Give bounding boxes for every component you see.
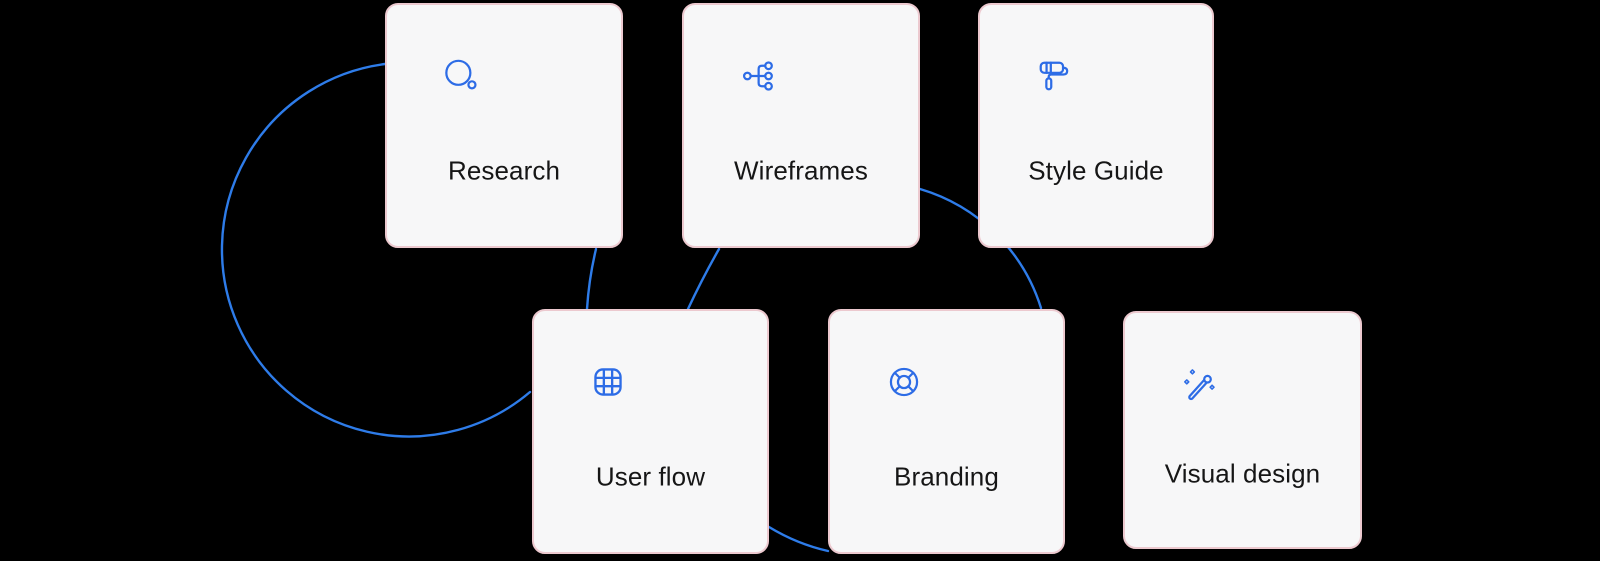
card-user-flow[interactable]: User flow [532, 309, 769, 554]
edge-research-user-flow-loop[interactable] [220, 62, 532, 438]
lifebuoy-icon [889, 367, 919, 397]
search-icon [445, 59, 477, 90]
flow-icon [742, 61, 773, 91]
card-visual-design[interactable]: Visual design [1123, 311, 1362, 549]
grid-icon [594, 368, 622, 396]
card-label: User flow [595, 461, 706, 492]
card-label: Research [447, 155, 561, 186]
card-style-guide[interactable]: Style Guide [978, 3, 1214, 248]
paint-roller-icon [1039, 61, 1069, 91]
card-label: Style Guide [1028, 155, 1164, 186]
edge-user-flow-branding[interactable] [767, 525, 830, 553]
card-label: Wireframes [734, 155, 868, 186]
edge-wireframes-user-flow[interactable] [686, 247, 721, 311]
card-research[interactable]: Research [385, 3, 623, 248]
card-wireframes[interactable]: Wireframes [682, 3, 920, 248]
edge-research-user-flow[interactable] [585, 247, 598, 311]
magic-wand-icon [1184, 369, 1215, 401]
card-label: Visual design [1164, 458, 1321, 489]
card-label: Branding [894, 461, 999, 492]
card-branding[interactable]: Branding [828, 309, 1065, 554]
